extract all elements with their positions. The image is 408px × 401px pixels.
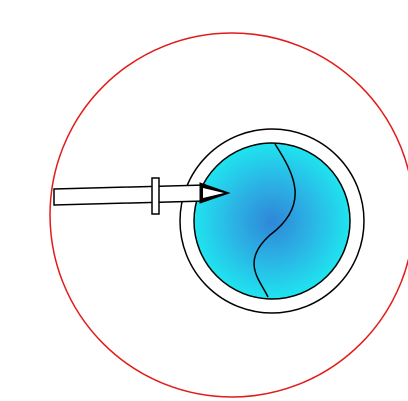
pipette-collar	[152, 178, 159, 214]
nucleus	[194, 143, 350, 299]
pipette-body	[54, 185, 205, 205]
